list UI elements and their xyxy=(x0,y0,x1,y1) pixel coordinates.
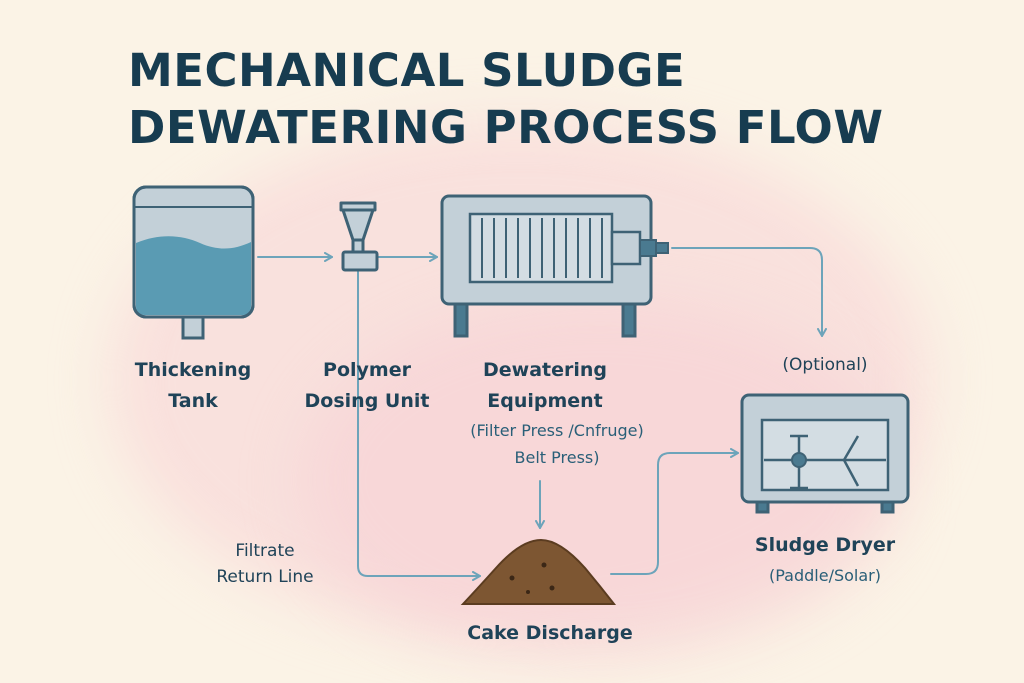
sludge-pile-icon xyxy=(460,538,617,605)
filtrate-line-2: Return Line xyxy=(216,567,314,587)
polymer-dosing-line-1: Polymer xyxy=(323,359,411,381)
title-line-2: DEWATERING PROCESS FLOW xyxy=(128,101,884,154)
dewatering-equipment-detail-1: (Filter Press /Cnfruge) xyxy=(470,421,644,440)
node-label-dewatering-equipment: Dewatering Equipment xyxy=(450,355,640,417)
node-label-thickening-tank: Thickening Tank xyxy=(108,355,278,417)
sludge-dryer-line-1: Sludge Dryer xyxy=(754,534,896,556)
flow-arrow-cake-to-dryer xyxy=(610,448,739,575)
dewatering-equipment-detail-2: Belt Press) xyxy=(514,448,600,467)
filtrate-return-line xyxy=(357,269,481,581)
optional-text: (Optional) xyxy=(782,355,868,375)
flow-lines xyxy=(257,247,827,581)
filtrate-line-1: Filtrate xyxy=(235,541,295,561)
title-line-1: MECHANICAL SLUDGE xyxy=(128,44,686,97)
node-sublabel-sludge-dryer: (Paddle/Solar) xyxy=(730,562,920,589)
node-sublabel-dewatering-equipment: (Filter Press /Cnfruge) Belt Press) xyxy=(432,417,682,471)
dryer-icon xyxy=(740,393,910,514)
filter-press-icon xyxy=(440,194,669,338)
filtrate-return-annotation: Filtrate Return Line xyxy=(190,538,340,590)
hopper-icon xyxy=(339,201,379,272)
tank-icon xyxy=(132,185,255,340)
thickening-tank-line-2: Tank xyxy=(168,390,218,412)
optional-annotation: (Optional) xyxy=(745,352,905,378)
node-label-sludge-dryer: Sludge Dryer xyxy=(730,530,920,561)
flow-arrow-press-to-optional xyxy=(671,247,827,337)
node-label-cake-discharge: Cake Discharge xyxy=(440,618,660,649)
dewatering-equipment-line-1: Dewatering xyxy=(482,359,607,381)
thickening-tank-line-1: Thickening xyxy=(134,359,252,381)
sludge-dryer-detail: (Paddle/Solar) xyxy=(769,566,881,585)
node-label-polymer-dosing: Polymer Dosing Unit xyxy=(282,355,452,417)
dewatering-equipment-line-2: Equipment xyxy=(487,390,603,412)
cake-discharge-text: Cake Discharge xyxy=(467,622,633,644)
diagram-title: MECHANICAL SLUDGE DEWATERING PROCESS FLO… xyxy=(128,42,883,156)
polymer-dosing-line-2: Dosing Unit xyxy=(304,390,430,412)
